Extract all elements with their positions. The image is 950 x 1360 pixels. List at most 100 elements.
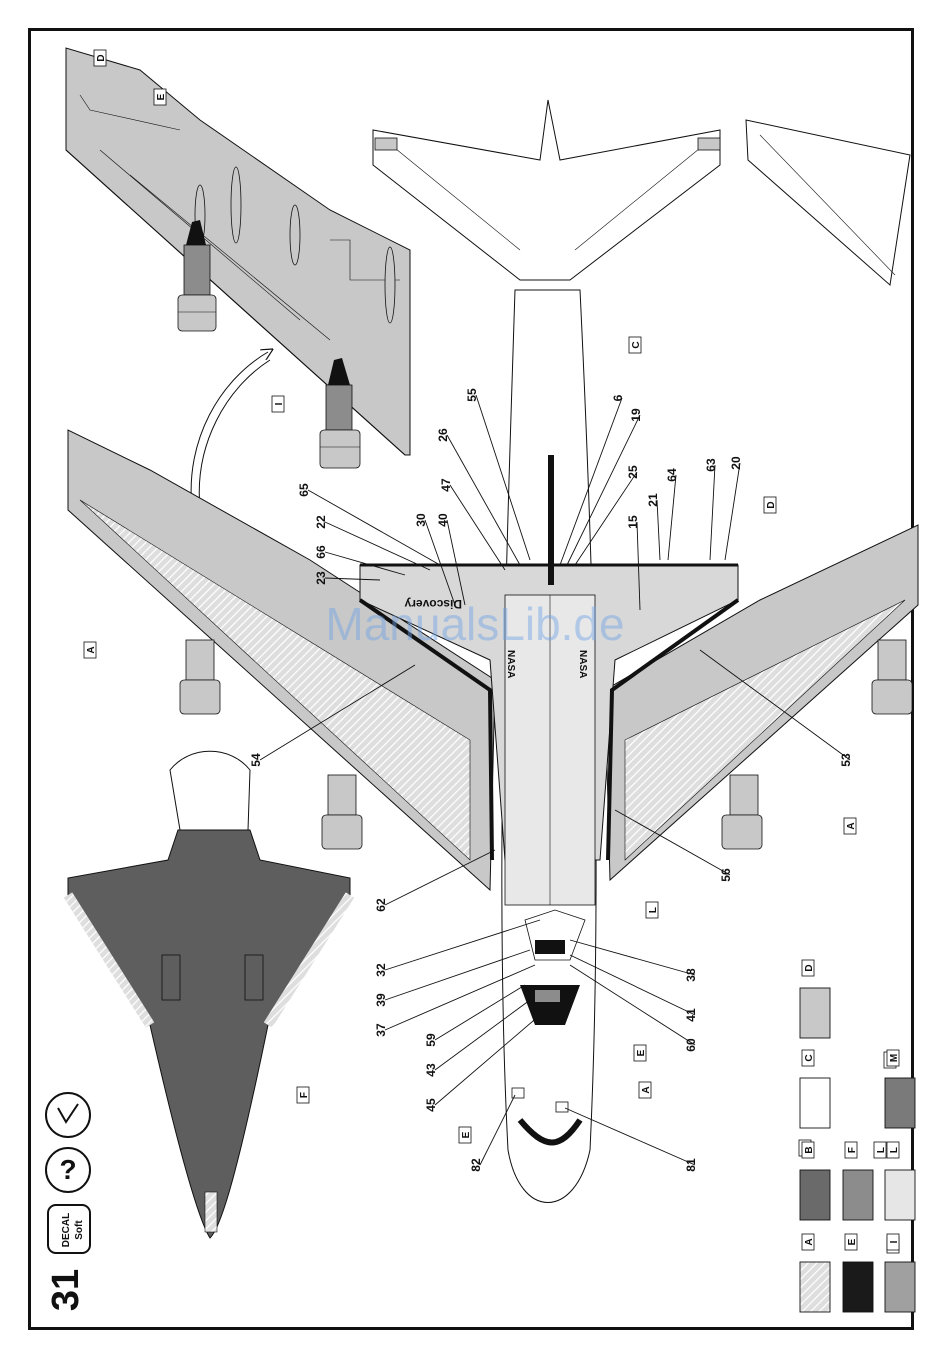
orbiter-underside xyxy=(68,830,350,1238)
swatch-code: E xyxy=(847,1238,858,1245)
swatch xyxy=(843,1262,873,1312)
tag-letter: A xyxy=(846,822,857,829)
tag-letter: F xyxy=(299,1092,310,1098)
callout-number: 62 xyxy=(374,898,388,912)
leader-line xyxy=(668,475,676,560)
legend-swatch-B: B xyxy=(800,1142,830,1220)
callout-22: 22 xyxy=(314,515,430,570)
legend-swatch-D: D xyxy=(800,960,830,1038)
question-mark: ? xyxy=(59,1154,76,1185)
callout-number: 30 xyxy=(414,513,428,527)
letter-tag-C: C xyxy=(629,337,642,353)
legend-swatch-F: F xyxy=(843,1142,873,1220)
letter-tag-E: E xyxy=(154,89,167,105)
callout-number: 63 xyxy=(704,458,718,472)
letter-tag-A: A xyxy=(84,642,97,658)
swatch-code: M xyxy=(889,1054,900,1062)
legend-swatch-A: A xyxy=(800,1234,830,1312)
callout-number: 6 xyxy=(611,394,625,401)
letter-tag-A: A xyxy=(844,818,857,834)
tag-letter: E xyxy=(156,93,167,100)
decal-label: DECAL xyxy=(61,1213,72,1247)
tag-letter: I xyxy=(274,402,285,405)
swatch xyxy=(843,1170,873,1220)
callout-64: 64 xyxy=(665,468,679,560)
callout-20: 20 xyxy=(725,456,743,560)
rotate-arrow xyxy=(191,352,268,508)
tag-letter: C xyxy=(631,341,642,348)
swatch xyxy=(885,1078,915,1128)
tail-view xyxy=(373,100,910,285)
callout-number: 82 xyxy=(469,1158,483,1172)
callout-21: 21 xyxy=(646,493,660,560)
letter-tag-F: F xyxy=(297,1087,310,1103)
callout-62: 62 xyxy=(374,850,495,912)
swatch-code: L xyxy=(889,1147,900,1153)
icon-column: ? DECAL Soft 31 xyxy=(45,1093,90,1311)
callout-number: 55 xyxy=(465,388,479,402)
callout-number: 26 xyxy=(436,428,450,442)
callout-number: 38 xyxy=(684,968,698,982)
page-number: 31 xyxy=(45,1269,87,1311)
tag-letter: A xyxy=(641,1086,652,1093)
tag-letter: D xyxy=(96,54,107,61)
callout-number: 56 xyxy=(719,868,733,882)
legend-swatch-L: L xyxy=(885,1142,915,1220)
letter-tag-E: E xyxy=(634,1045,647,1061)
callout-number: 43 xyxy=(424,1063,438,1077)
callout-number: 53 xyxy=(839,753,853,767)
swatch xyxy=(885,1262,915,1312)
swatch xyxy=(885,1170,915,1220)
callout-number: 37 xyxy=(374,1023,388,1037)
legend-swatch-I: I xyxy=(885,1234,915,1312)
tag-letter: A xyxy=(86,646,97,653)
legend-swatch-M: M xyxy=(885,1050,915,1128)
tag-letter: E xyxy=(636,1049,647,1056)
letter-tag-L: L xyxy=(646,902,659,918)
tag-letter: D xyxy=(766,501,777,508)
callout-number: 81 xyxy=(684,1158,698,1172)
callout-number: 45 xyxy=(424,1098,438,1112)
swatch-code: B xyxy=(804,1146,815,1153)
callout-number: 47 xyxy=(439,478,453,492)
leader-line xyxy=(657,500,660,560)
swatch-code: D xyxy=(804,964,815,971)
leader-line xyxy=(710,465,715,560)
callout-number: 59 xyxy=(424,1033,438,1047)
leader-line xyxy=(450,485,505,570)
letter-tag-A: A xyxy=(639,1082,652,1098)
callout-number: 25 xyxy=(626,465,640,479)
letter-tag-I: I xyxy=(272,396,285,412)
letter-tag-L: L xyxy=(874,1142,887,1158)
nasa-mark-right: NASA xyxy=(577,650,588,678)
tag-letter: E xyxy=(461,1131,472,1138)
callout-number: 65 xyxy=(297,483,311,497)
color-legend: D C M B F L A E I xyxy=(800,960,915,1312)
callout-number: 22 xyxy=(314,515,328,529)
legend-swatch-C: C xyxy=(800,1050,830,1128)
orbiter-underside-view xyxy=(68,751,350,1238)
letter-tag-E: E xyxy=(459,1127,472,1143)
callout-63: 63 xyxy=(704,458,718,560)
swatch xyxy=(800,1078,830,1128)
nasa-mark-left: NASA xyxy=(505,650,516,678)
callout-number: 60 xyxy=(684,1038,698,1052)
callout-number: 66 xyxy=(314,545,328,559)
callout-number: 23 xyxy=(314,571,328,585)
legend-swatch-E: E xyxy=(843,1234,873,1312)
swatch-code: F xyxy=(847,1147,858,1153)
callout-number: 40 xyxy=(436,513,450,527)
tag-letter: L xyxy=(648,907,659,913)
tag-letter: L xyxy=(876,1147,887,1153)
glue-icon xyxy=(46,1093,90,1137)
callout-number: 39 xyxy=(374,993,388,1007)
callout-number: 54 xyxy=(249,753,263,767)
callout-number: 21 xyxy=(646,493,660,507)
callout-number: 64 xyxy=(665,468,679,482)
swatch-code: I xyxy=(889,1240,900,1243)
swatch xyxy=(800,1170,830,1220)
callout-number: 41 xyxy=(684,1008,698,1022)
swatch-code: A xyxy=(804,1238,815,1245)
wing-detail-inset xyxy=(66,48,410,508)
decal-sublabel: Soft xyxy=(74,1220,85,1240)
